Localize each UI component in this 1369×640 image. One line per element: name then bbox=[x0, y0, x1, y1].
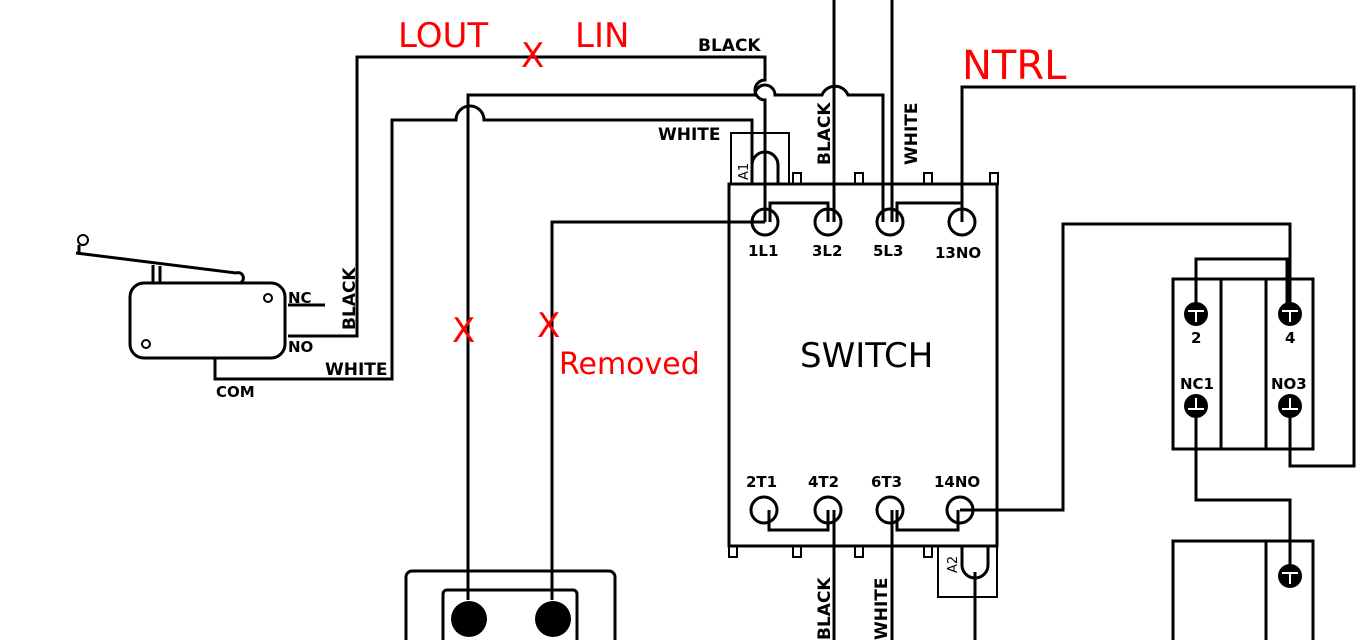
lower-device-body bbox=[1171, 539, 1315, 640]
jumper-relay bbox=[1194, 257, 1289, 310]
annotation-lin: LIN bbox=[575, 16, 629, 56]
label-6T3: 6T3 bbox=[871, 473, 902, 491]
label-13NO: 13NO bbox=[935, 244, 981, 262]
relay-terminal-2 bbox=[1184, 302, 1208, 326]
coil-a1-terminal bbox=[750, 150, 780, 184]
terminal-2T1 bbox=[749, 495, 779, 525]
contactor-title: SWITCH bbox=[800, 336, 933, 376]
wire-black-lout-lin bbox=[290, 55, 767, 338]
annotation-x-right: X bbox=[537, 306, 560, 346]
label-4T2: 4T2 bbox=[808, 473, 839, 491]
contactor-bottom-tabs bbox=[728, 545, 933, 558]
label-a2: A2 bbox=[946, 556, 961, 573]
removed-device-terminal-right bbox=[535, 601, 571, 637]
label-white-limit: WHITE bbox=[325, 360, 388, 380]
relay-body bbox=[1171, 277, 1315, 451]
removed-device-outer bbox=[404, 569, 617, 640]
label-black-top: BLACK bbox=[698, 36, 761, 56]
label-relay-no3: NO3 bbox=[1271, 375, 1307, 393]
label-5L3: 5L3 bbox=[873, 242, 903, 260]
wire-ntrl bbox=[960, 85, 1356, 468]
terminal-1L1 bbox=[750, 207, 780, 237]
label-black-vertical: BLACK bbox=[815, 102, 835, 165]
label-3L2: 3L2 bbox=[812, 242, 842, 260]
label-white-vertical: WHITE bbox=[902, 102, 922, 165]
label-black-limit: BLACK bbox=[340, 267, 360, 330]
jumper-top-1 bbox=[768, 201, 830, 222]
label-relay-2: 2 bbox=[1191, 329, 1201, 347]
label-white-top: WHITE bbox=[658, 125, 721, 145]
annotation-x-left: X bbox=[452, 311, 475, 351]
label-nc: NC bbox=[288, 289, 312, 307]
contactor-top-tabs bbox=[792, 172, 999, 185]
limit-switch bbox=[75, 234, 325, 379]
wire-nc1-down bbox=[1194, 418, 1292, 575]
label-1L1: 1L1 bbox=[748, 242, 778, 260]
coil-a2-box bbox=[937, 545, 998, 598]
removed-device-inner bbox=[441, 588, 579, 640]
terminal-5L3 bbox=[875, 207, 905, 237]
label-white-bottom: WHITE bbox=[872, 577, 892, 640]
label-com: COM bbox=[216, 383, 255, 401]
relay-terminal-nc1 bbox=[1184, 394, 1208, 418]
label-no: NO bbox=[288, 338, 313, 356]
annotation-lout: LOUT bbox=[398, 16, 488, 56]
wire-removed-left bbox=[466, 83, 885, 600]
lower-device-terminal bbox=[1278, 564, 1302, 588]
wire-14no-relay bbox=[960, 222, 1292, 512]
terminal-6T3 bbox=[875, 495, 905, 525]
label-black-bottom: BLACK bbox=[815, 577, 835, 640]
annotation-x-top: X bbox=[521, 36, 544, 76]
relay-terminal-no3 bbox=[1278, 394, 1302, 418]
jumper-bottom-2 bbox=[895, 510, 960, 532]
coil-a1-box bbox=[730, 132, 790, 185]
relay-terminal-4 bbox=[1278, 302, 1302, 326]
removed-device-terminal-left bbox=[451, 601, 487, 637]
jumper-bottom-1 bbox=[767, 510, 830, 532]
annotation-removed: Removed bbox=[559, 347, 700, 382]
label-2T1: 2T1 bbox=[746, 473, 777, 491]
label-a1: A1 bbox=[737, 163, 752, 180]
label-relay-4: 4 bbox=[1285, 329, 1295, 347]
label-14NO: 14NO bbox=[934, 473, 980, 491]
jumper-top-2 bbox=[895, 201, 962, 222]
annotation-ntrl: NTRL bbox=[962, 43, 1067, 89]
terminal-13NO bbox=[947, 207, 977, 237]
label-relay-nc1: NC1 bbox=[1180, 375, 1214, 393]
wire-removed-right bbox=[550, 220, 765, 600]
